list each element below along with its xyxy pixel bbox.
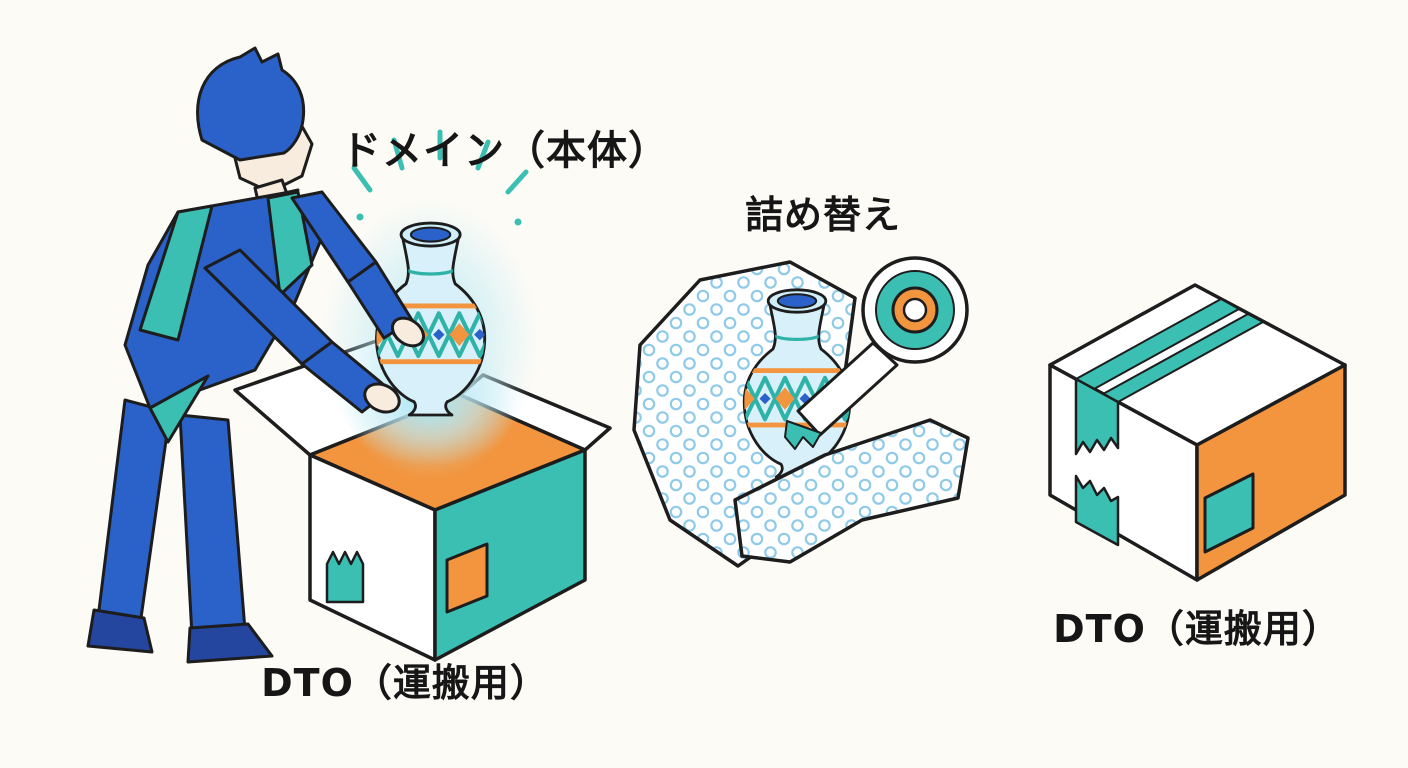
sealed-box-scene — [1048, 283, 1347, 582]
repack-scene — [632, 256, 970, 568]
label-dto-left: DTO（運搬用） — [261, 661, 549, 705]
tape-roll-icon — [861, 256, 969, 364]
label-repack: 詰め替え — [744, 193, 902, 237]
label-domain-body: ドメイン（本体） — [341, 128, 669, 174]
sealed-box-icon — [1048, 283, 1347, 582]
packer-person-illustration — [86, 46, 426, 664]
tape-strip — [784, 341, 899, 450]
bubble-wrap-strip — [733, 418, 970, 564]
label-dto-right: DTO（運搬用） — [1053, 607, 1341, 651]
packing-scene — [86, 46, 612, 664]
sparkle-rays — [351, 129, 529, 226]
